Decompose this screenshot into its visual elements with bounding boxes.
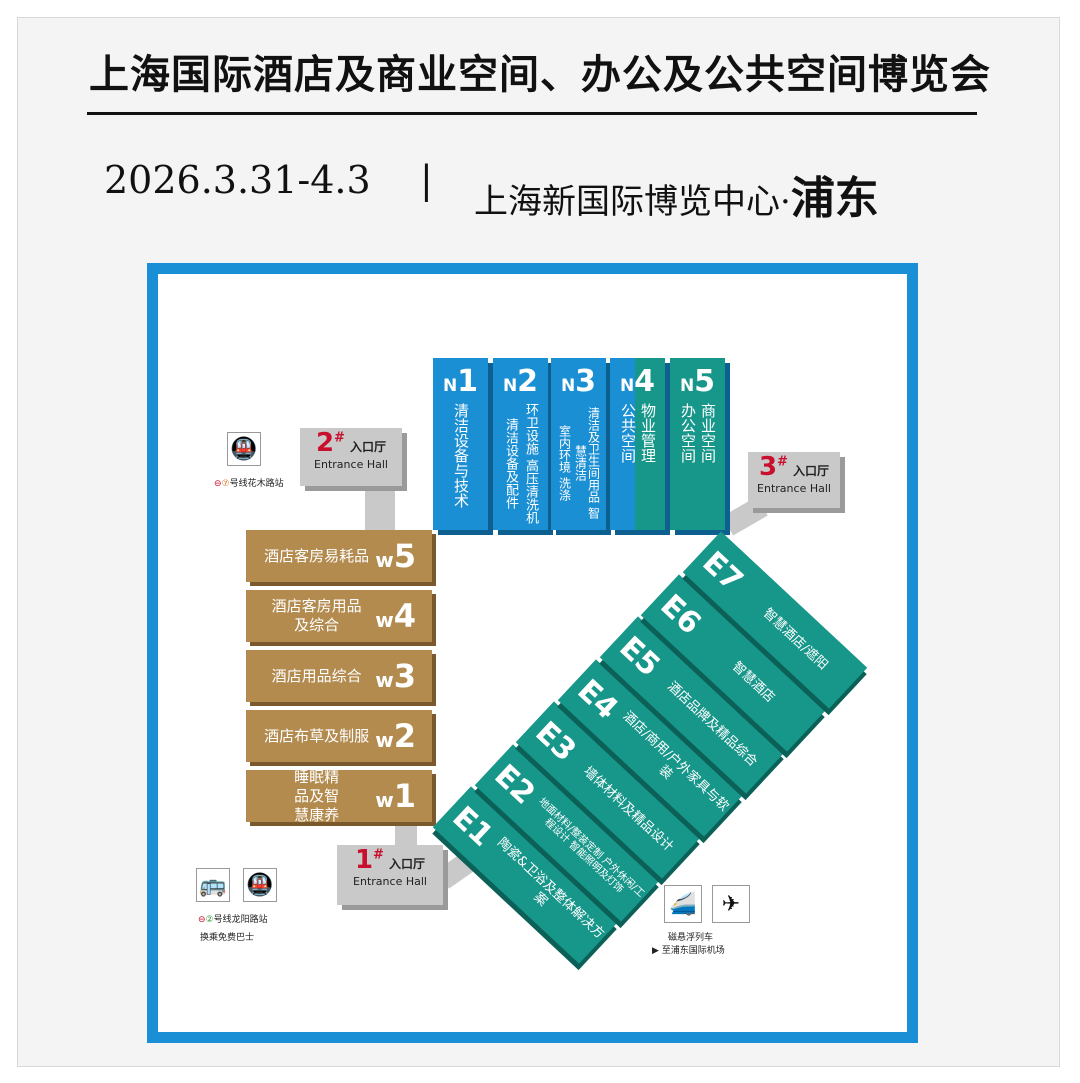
separator: |	[420, 158, 433, 202]
free-bus-label: 换乘免费巴士	[200, 933, 255, 943]
venue-name: 上海新国际博览中心·	[474, 182, 791, 222]
hall-n5[interactable]: N5 办公空间商业空间	[670, 358, 725, 530]
hall-desc: 清洁设备与技术	[452, 403, 470, 508]
hall-n1[interactable]: N1 清洁设备与技术	[433, 358, 488, 530]
hall-n2[interactable]: N2 清洁设备及配件环卫设施 高压清洗机	[493, 358, 548, 530]
metro-icon: 🚇	[227, 432, 261, 466]
corridor	[365, 480, 395, 535]
entrance-hall-3[interactable]: 3# 入口厅 Entrance Hall	[748, 452, 840, 508]
venue-district: 浦东	[790, 173, 879, 224]
maglev-label: 磁悬浮列车	[668, 933, 714, 943]
metro-line2-label: ⊖②号线龙阳路站	[198, 915, 268, 925]
metro-line7-label: ⊖⑦号线花木路站	[214, 479, 284, 489]
title-divider	[87, 112, 977, 115]
entrance-hall-2[interactable]: 2# 入口厅 Entrance Hall	[300, 428, 402, 486]
airport-label: ▶ 至浦东国际机场	[652, 946, 725, 956]
hall-n4[interactable]: N4 公共空间物业管理	[610, 358, 665, 530]
metro-icon: 🚇	[243, 868, 277, 902]
event-dates: 2026.3.31-4.3	[104, 158, 371, 202]
play-icon: ▶	[652, 946, 659, 956]
venue: 上海新国际博览中心·浦东	[474, 162, 879, 226]
hall-n3[interactable]: N3 室内环境 洗涤清洁及卫生间用品 智慧清洁	[551, 358, 606, 530]
bus-icon: 🚌	[196, 868, 230, 902]
entrance-hall-1[interactable]: 1# 入口厅 Entrance Hall	[337, 845, 443, 905]
airplane-icon: ✈	[712, 885, 750, 923]
maglev-icon: 🚄	[664, 885, 702, 923]
page-title: 上海国际酒店及商业空间、办公及公共空间博览会	[89, 51, 991, 98]
